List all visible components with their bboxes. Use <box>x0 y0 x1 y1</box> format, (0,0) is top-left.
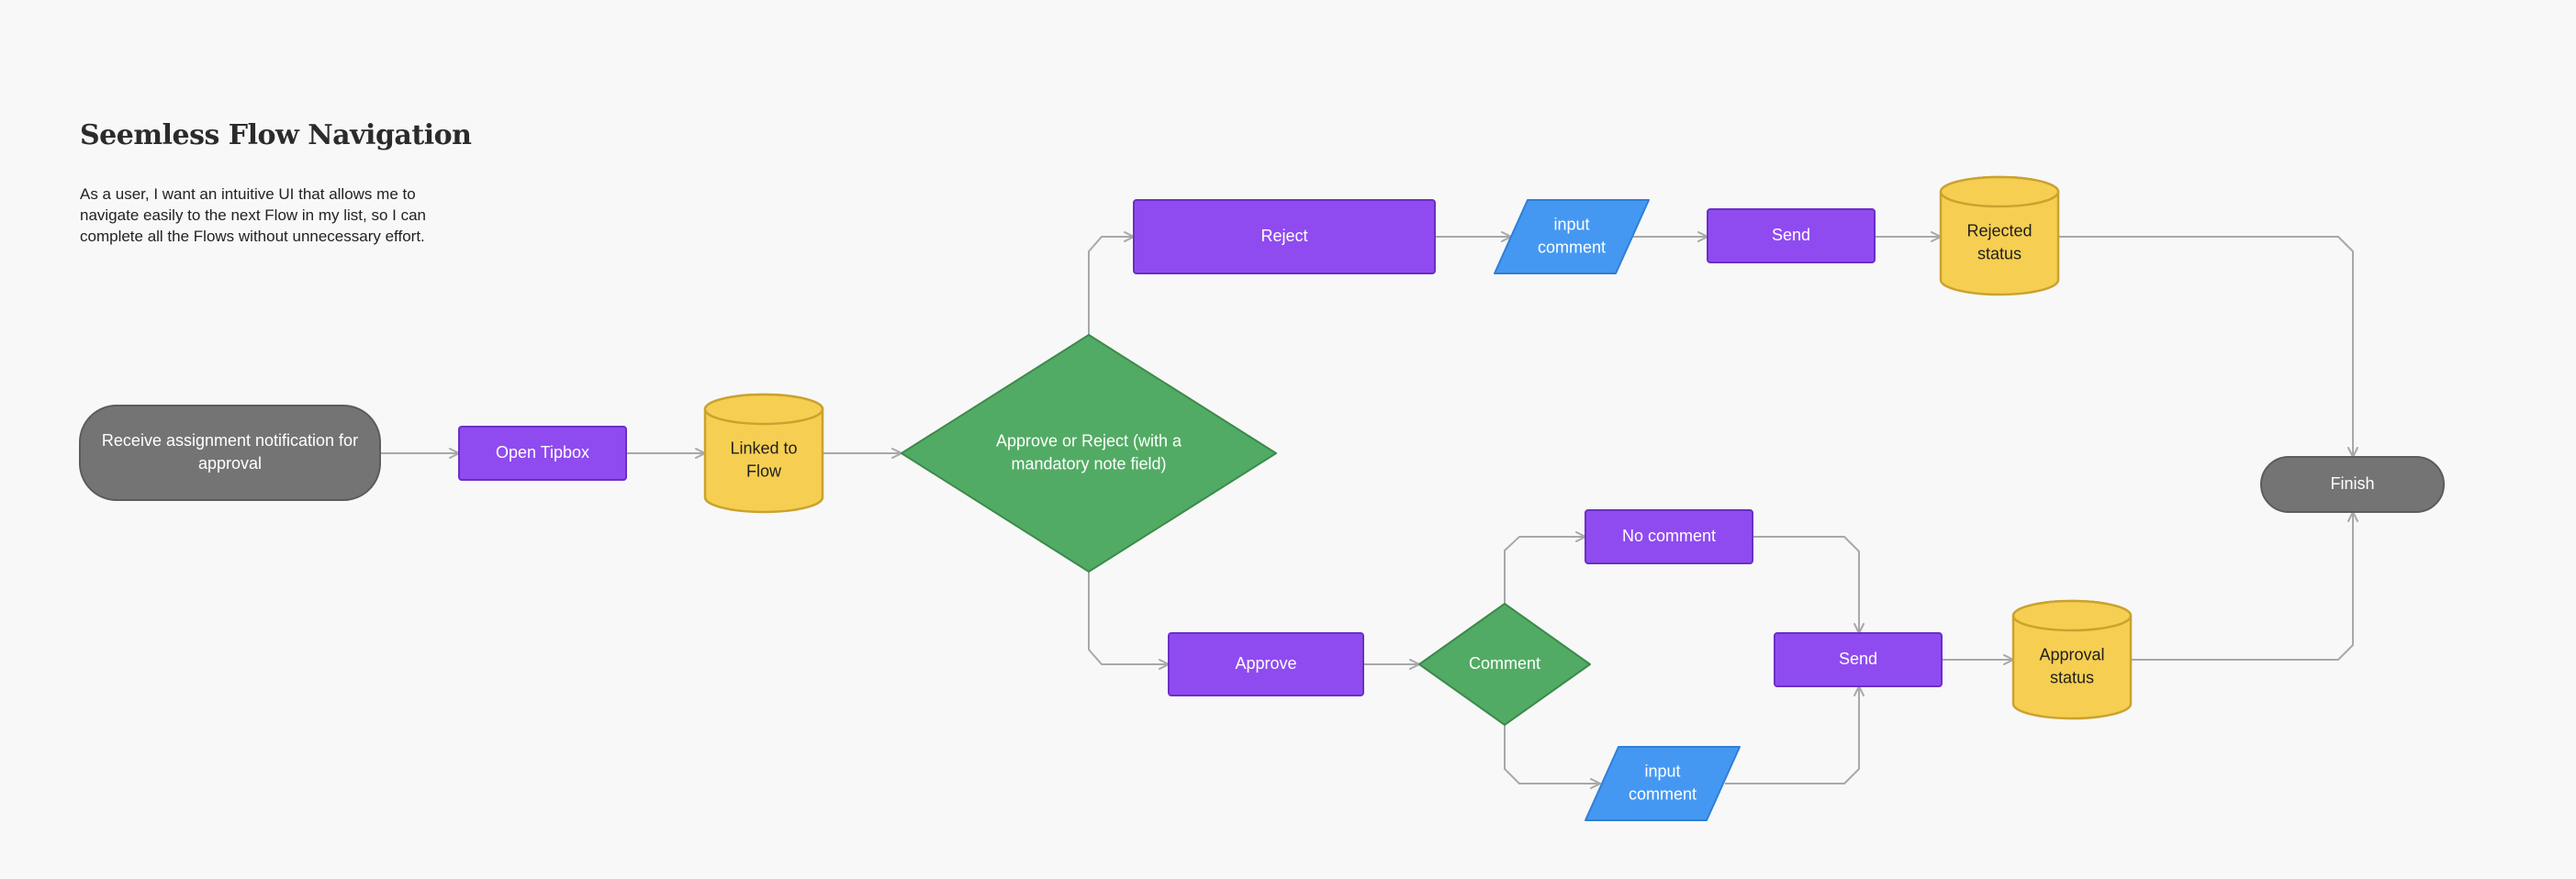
process-shape <box>1707 208 1876 263</box>
connector-no-comment-to-approve-send <box>1753 536 1865 634</box>
node-label: Linked to <box>730 439 797 457</box>
reject-send-box: Send <box>1707 208 1876 263</box>
process-shape <box>458 426 627 481</box>
node-label: status <box>2050 668 2094 686</box>
node-label: input <box>1553 215 1589 233</box>
process-shape <box>1585 509 1753 564</box>
connector-approve-input-comment-to-approve-send <box>1725 685 1865 784</box>
node-label: approval <box>198 454 262 473</box>
approve-or-reject-diamond: Approve or Reject (with a mandatory note … <box>901 334 1277 573</box>
process-shape <box>1168 632 1364 696</box>
approval-status-database: Approval status <box>2011 599 2133 720</box>
approve-send-box: Send <box>1774 632 1943 687</box>
diagram-title: Seemless Flow Navigation <box>80 119 472 151</box>
process-shape <box>1774 632 1943 687</box>
node-label: Open Tipbox <box>496 443 589 462</box>
connector-comment-decision-to-approve-input-comment <box>1504 725 1601 789</box>
node-layer: Receive assignment notification for appro… <box>79 175 2445 821</box>
diagram-description: As a user, I want an intuitive UI that a… <box>80 185 427 245</box>
comment-decision-diamond: Comment <box>1418 603 1591 726</box>
node-label: Receive assignment notification for <box>102 431 358 450</box>
node-label: comment <box>1538 238 1606 256</box>
node-label: Approve or Reject (with a <box>996 431 1182 450</box>
input-shape <box>1494 199 1650 274</box>
cylinder-top <box>1939 175 2060 208</box>
reject-box: Reject <box>1133 199 1436 274</box>
cylinder-top <box>703 393 824 426</box>
node-label: status <box>1977 244 2022 262</box>
node-label: comment <box>1629 784 1697 803</box>
input-shape <box>1585 746 1741 821</box>
node-label: Rejected <box>1966 221 2032 239</box>
connector-layer <box>380 231 2358 789</box>
connector-approve-or-reject-to-reject <box>1088 231 1135 335</box>
node-label: Approval <box>2039 645 2104 663</box>
cylinder-top <box>2011 599 2133 632</box>
open-tipbox-box: Open Tipbox <box>458 426 627 481</box>
node-label: mandatory note field) <box>1011 454 1166 473</box>
node-label: Send <box>1839 650 1877 668</box>
connector-approval-status-to-finish <box>2131 511 2358 661</box>
connector-approve-or-reject-to-approve <box>1088 534 1170 670</box>
connector-rejected-status-to-finish <box>2058 236 2358 458</box>
no-comment-box: No comment <box>1585 509 1753 564</box>
node-label: Comment <box>1469 654 1540 673</box>
node-label: Approve <box>1235 654 1296 673</box>
start-terminal: Receive assignment notification for appro… <box>79 405 381 501</box>
decision-shape <box>1418 603 1591 726</box>
node-label: No comment <box>1622 527 1716 545</box>
terminal-shape <box>79 405 381 501</box>
connector-comment-decision-to-no-comment <box>1504 531 1586 604</box>
node-label: Finish <box>2330 474 2374 493</box>
node-label: Flow <box>746 462 782 480</box>
rejected-status-database: Rejected status <box>1939 175 2060 296</box>
approve-input-comment-input: input comment <box>1585 746 1741 821</box>
reject-input-comment-input: input comment <box>1494 199 1650 274</box>
terminal-shape <box>2260 456 2445 513</box>
node-label: Send <box>1772 226 1810 244</box>
node-label: Reject <box>1260 227 1307 245</box>
approve-box: Approve <box>1168 632 1364 696</box>
process-shape <box>1133 199 1436 274</box>
finish-terminal: Finish <box>2260 456 2445 513</box>
linked-to-flow-database: Linked to Flow <box>703 393 824 514</box>
decision-shape <box>901 334 1277 573</box>
node-label: input <box>1644 762 1680 780</box>
